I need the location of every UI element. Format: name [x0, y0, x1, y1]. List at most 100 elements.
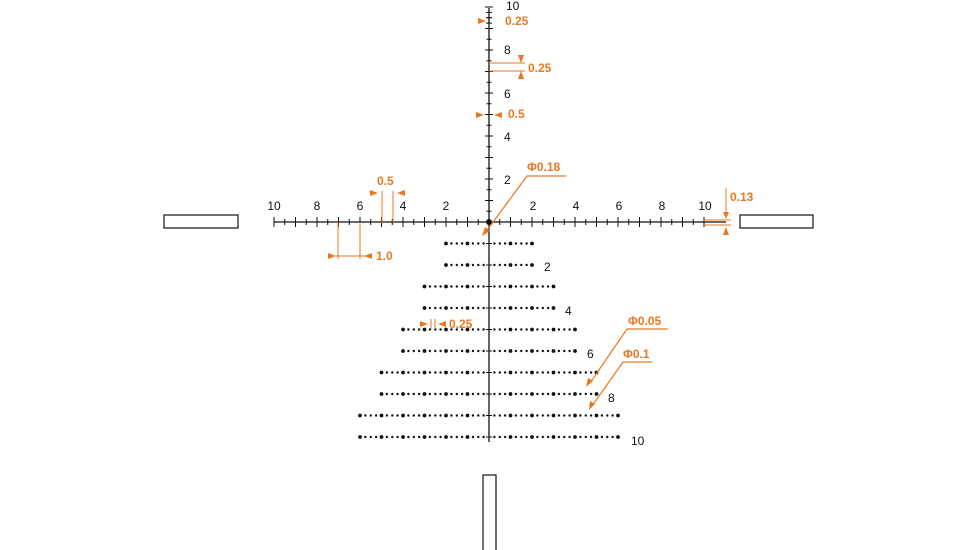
tree-minor-dot — [460, 349, 464, 353]
tree-minor-dot — [493, 349, 496, 353]
tree-minor-dot — [536, 435, 539, 439]
tree-minor-dot — [563, 414, 566, 417]
tree-minor-dot — [455, 306, 458, 310]
tree-minor-dot — [541, 371, 544, 374]
tree-minor-dot — [439, 435, 442, 439]
tree-label-2: 2 — [544, 260, 551, 274]
tree-minor-dot — [498, 392, 501, 396]
tree-major-dot — [444, 306, 448, 310]
h-label-right-4: 4 — [573, 199, 580, 213]
tree-minor-dot — [503, 414, 507, 417]
tree-minor-dot — [606, 414, 609, 417]
tree-major-dot — [465, 413, 470, 418]
arrow-icon — [420, 321, 428, 327]
tree-minor-dot — [396, 371, 399, 374]
tree-minor-dot — [455, 435, 458, 439]
tree-major-dot — [465, 263, 470, 267]
tree-major-dot — [444, 263, 448, 267]
tree-minor-dot — [546, 414, 550, 417]
tree-major-dot — [465, 370, 470, 375]
tree-minor-dot — [407, 371, 410, 374]
tree-minor-dot — [589, 371, 593, 374]
tree-label-4: 4 — [565, 304, 572, 318]
tree-major-dot — [530, 392, 534, 396]
tree-minor-dot — [503, 435, 507, 439]
tree-major-dot — [551, 349, 556, 353]
tree-minor-dot — [584, 414, 587, 417]
tree-minor-dot — [428, 306, 432, 310]
h-label-left-6: 6 — [357, 199, 364, 213]
tree-minor-dot — [477, 306, 480, 310]
tree-minor-dot — [364, 414, 367, 417]
tree-minor-dot — [391, 392, 394, 396]
tree-minor-dot — [525, 435, 528, 439]
tree-minor-dot — [428, 328, 432, 331]
h-label-right-10: 10 — [698, 199, 712, 213]
tree-major-dot — [444, 327, 448, 332]
tree-minor-dot — [396, 392, 399, 396]
tree-minor-dot — [584, 392, 587, 396]
tree-major-dot — [530, 241, 534, 246]
tree-minor-dot — [439, 285, 442, 288]
tree-minor-dot — [568, 414, 571, 417]
tree-major-dot — [465, 241, 470, 246]
tree-major-dot — [465, 435, 470, 439]
tree-minor-dot — [450, 328, 453, 331]
tree-minor-dot — [428, 349, 432, 353]
tree-minor-dot — [579, 392, 582, 396]
arrow-icon — [328, 253, 336, 259]
tree-minor-dot — [520, 328, 523, 331]
tree-minor-dot — [471, 285, 475, 288]
tree-minor-dot — [546, 371, 550, 374]
tree-major-dot — [401, 392, 405, 396]
tree-minor-dot — [471, 414, 475, 417]
tree-major-dot — [508, 413, 513, 418]
tree-minor-dot — [477, 328, 480, 331]
tree-minor-dot — [514, 392, 518, 396]
tree-major-dot — [530, 413, 534, 418]
tree-minor-dot — [417, 349, 421, 353]
tree-minor-dot — [471, 349, 475, 353]
tree-minor-dot — [374, 435, 378, 439]
tree-minor-dot — [455, 285, 458, 288]
tree-minor-dot — [477, 263, 480, 267]
tree-minor-dot — [503, 263, 507, 267]
tree-minor-dot — [450, 263, 453, 267]
tree-minor-dot — [557, 392, 561, 396]
tree-minor-dot — [520, 414, 523, 417]
tree-minor-dot — [477, 242, 480, 245]
tree-minor-dot — [455, 242, 458, 245]
tree-minor-dot — [471, 435, 475, 439]
tree-minor-dot — [568, 371, 571, 374]
bottom-post — [482, 474, 497, 550]
tree-minor-dot — [525, 242, 528, 245]
tree-major-dot — [444, 392, 448, 396]
tree-minor-dot — [460, 435, 464, 439]
tree-major-dot — [379, 370, 384, 375]
tree-minor-dot — [434, 371, 437, 374]
tree-minor-dot — [482, 306, 485, 310]
tree-minor-dot — [584, 371, 587, 374]
tree-major-dot — [551, 413, 556, 418]
tree-major-dot — [530, 306, 534, 310]
tree-minor-dot — [568, 435, 571, 439]
tree-minor-dot — [439, 371, 442, 374]
tree-minor-dot — [546, 328, 550, 331]
tree-minor-dot — [498, 263, 501, 267]
tree-minor-dot — [428, 285, 432, 288]
arrow-icon — [518, 71, 524, 79]
tree-minor-dot — [546, 435, 550, 439]
tree-minor-dot — [589, 392, 593, 396]
tree-major-dot — [573, 435, 577, 439]
tree-minor-dot — [417, 371, 421, 374]
tree-minor-dot — [536, 414, 539, 417]
tree-minor-dot — [541, 285, 544, 288]
tree-minor-dot — [600, 414, 604, 417]
tree-minor-dot — [563, 328, 566, 331]
tree-major-dot — [401, 370, 405, 375]
right-post — [739, 214, 814, 229]
tree-minor-dot — [563, 371, 566, 374]
tree-minor-dot — [514, 414, 518, 417]
tree-major-dot — [465, 349, 470, 353]
